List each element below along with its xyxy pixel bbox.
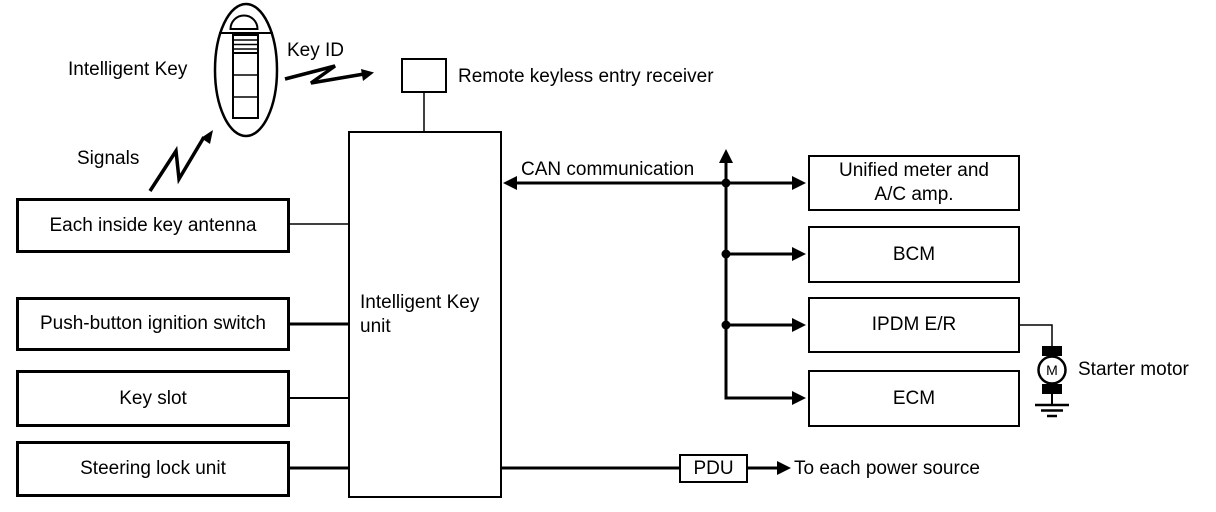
remote-receiver-box <box>401 58 447 93</box>
key-slot-box: Key slot <box>16 370 290 427</box>
push-button-ignition-switch-label: Push-button ignition switch <box>39 313 266 334</box>
intelligent-key-label: Intelligent Key <box>68 59 188 80</box>
can-branch-arrowheads <box>792 176 806 405</box>
unified-meter-label: Unified meter and A/C amp. <box>839 160 989 205</box>
key-id-signal-arrow <box>284 64 374 85</box>
remote-receiver-label: Remote keyless entry receiver <box>458 66 714 87</box>
steering-lock-unit-label: Steering lock unit <box>80 458 226 479</box>
to-each-power-source-label: To each power source <box>794 458 980 479</box>
starter-motor-label: Starter motor <box>1078 359 1189 380</box>
signals-arrow <box>148 130 213 192</box>
intelligent-key-unit-label: Intelligent Key unit <box>360 291 480 337</box>
ecm-box: ECM <box>808 370 1020 427</box>
steering-lock-unit-box: Steering lock unit <box>16 441 290 497</box>
can-branch-arrows <box>726 181 792 327</box>
each-inside-key-antenna-box: Each inside key antenna <box>16 198 290 253</box>
intelligent-key-unit-box: Intelligent Key unit <box>348 131 502 498</box>
push-button-ignition-switch-box: Push-button ignition switch <box>16 297 290 351</box>
ipdm-box: IPDM E/R <box>808 297 1020 353</box>
signals-label: Signals <box>77 148 140 169</box>
key-fob-icon <box>213 2 279 138</box>
ipdm-label: IPDM E/R <box>871 314 957 335</box>
pdu-box: PDU <box>679 454 748 483</box>
can-communication-label: CAN communication <box>521 159 695 180</box>
pdu-label: PDU <box>693 457 734 479</box>
bcm-box: BCM <box>808 226 1020 283</box>
can-bus-vertical <box>719 149 792 400</box>
motor-symbol-label: M <box>1046 362 1058 378</box>
key-id-label: Key ID <box>287 40 345 61</box>
unified-meter-box: Unified meter and A/C amp. <box>808 155 1020 211</box>
each-inside-key-antenna-label: Each inside key antenna <box>49 214 257 236</box>
bcm-label: BCM <box>892 243 936 265</box>
ecm-label: ECM <box>892 387 936 409</box>
ground-icon <box>1035 403 1069 418</box>
key-slot-label: Key slot <box>119 387 187 409</box>
